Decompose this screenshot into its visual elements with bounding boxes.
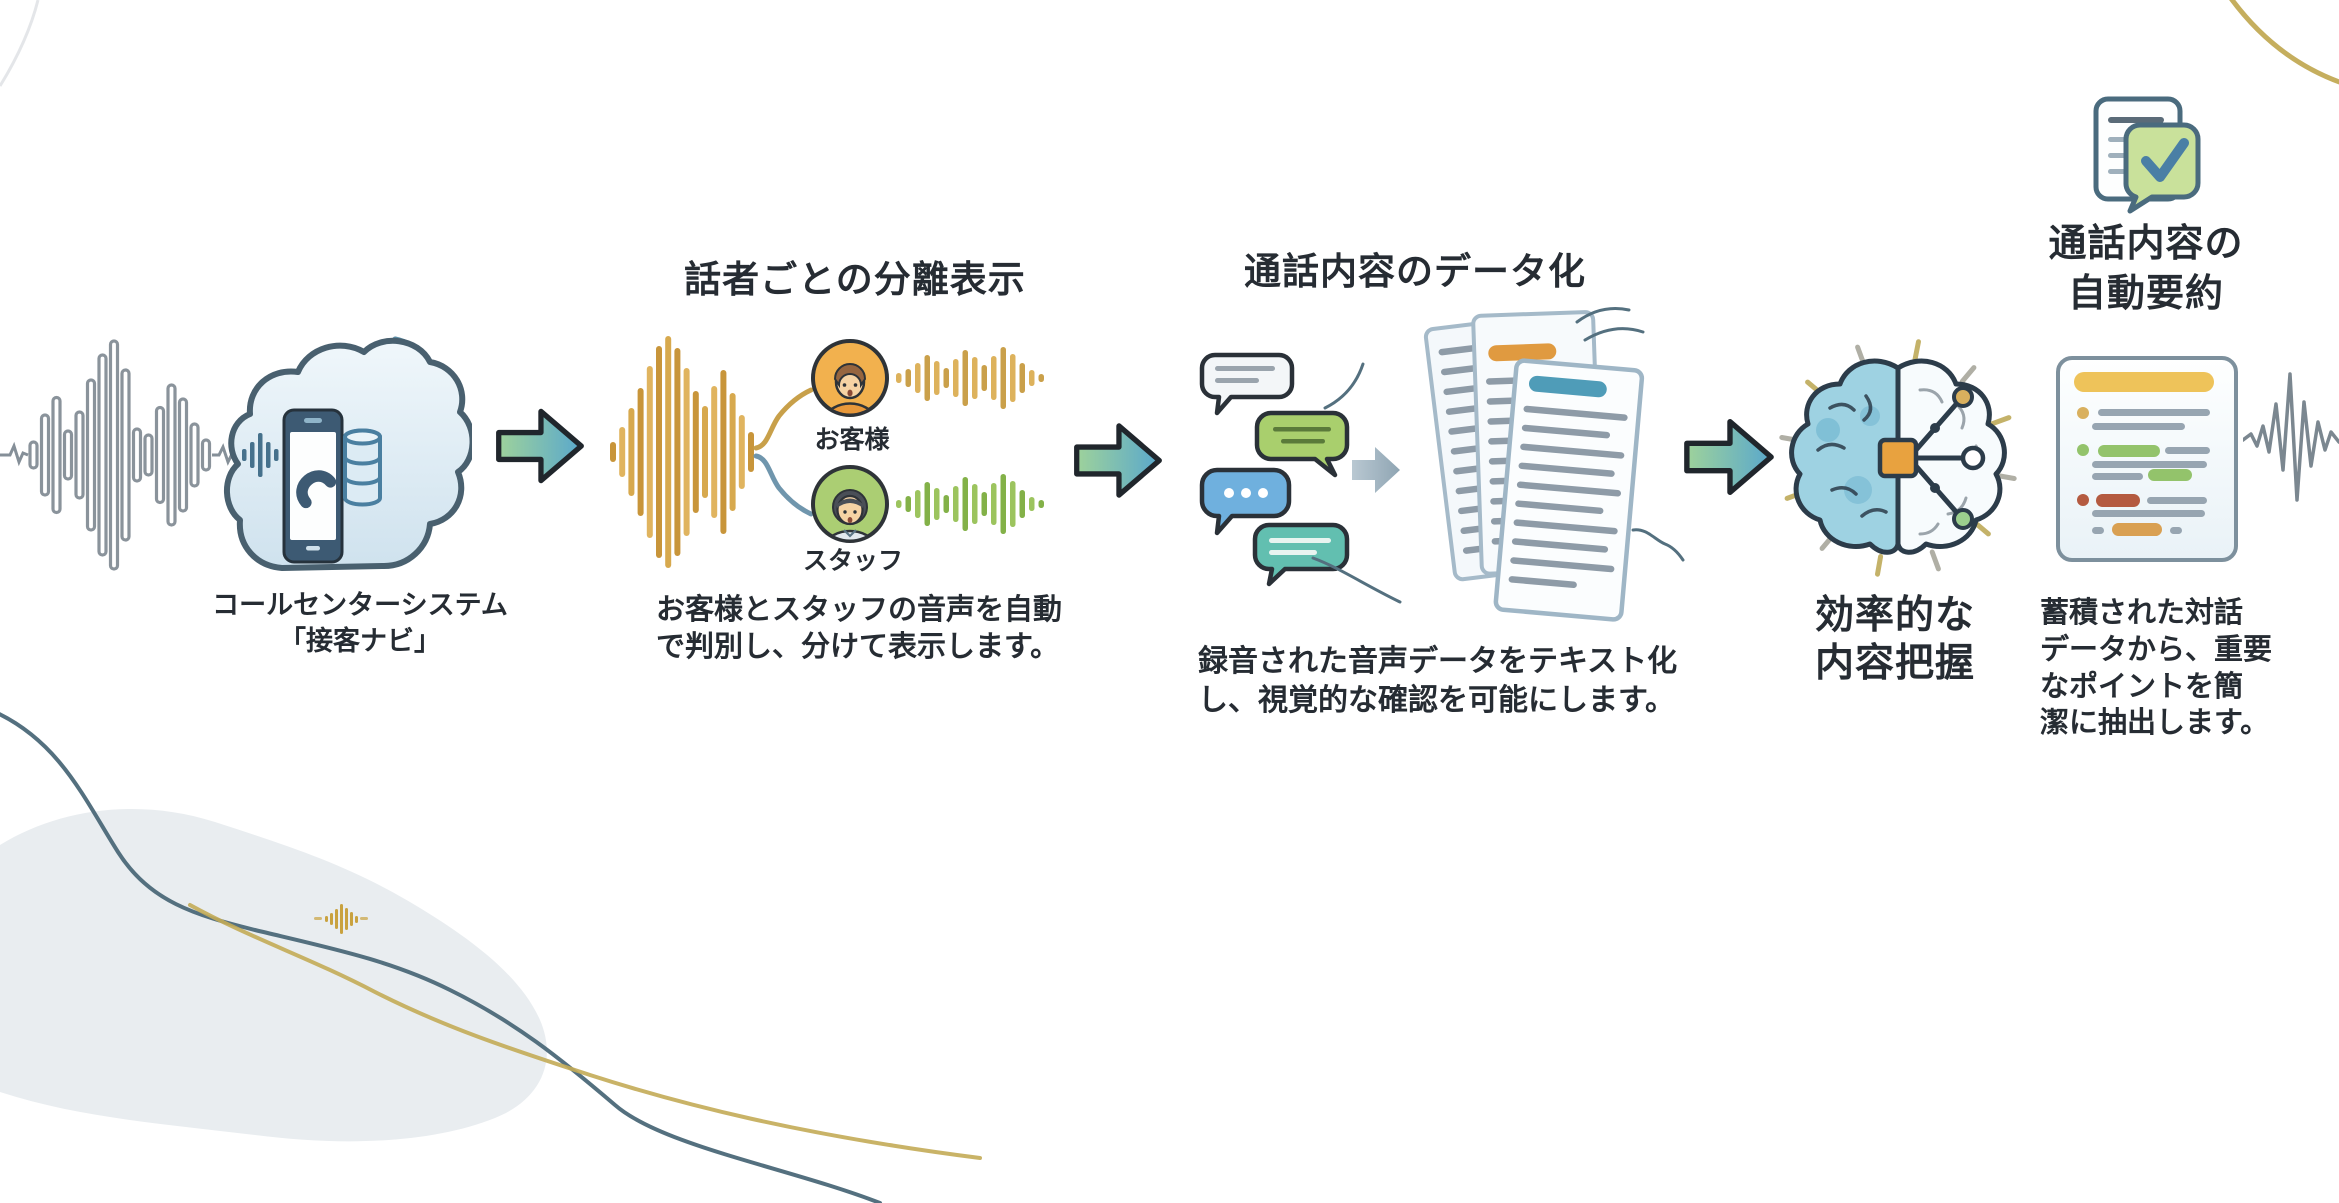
- step2-description: お客様とスタッフの音声を自動 で判別し、分けて表示します。: [656, 591, 1116, 665]
- step3-desc-line2: し、視覚的な確認を可能にします。: [1198, 683, 1675, 718]
- deco-curve-dark: [0, 712, 882, 1203]
- staff-avatar: [811, 465, 889, 543]
- step5-desc-line2: データから、重要: [2040, 631, 2273, 666]
- background-blob: [0, 808, 547, 1142]
- step4-title-line1: 効率的な: [1814, 593, 1975, 638]
- corner-line-icon: [0, 0, 40, 87]
- step5-desc-line1: 蓄積された対話: [2040, 595, 2244, 629]
- summary-red-highlight: [2096, 494, 2140, 507]
- summary-orange-highlight: [2112, 523, 2162, 536]
- small-arrow-icon: [1352, 447, 1400, 493]
- step3-description: 録音された音声データをテキスト化 し、視覚的な確認を可能にします。: [1198, 642, 1708, 720]
- step5-title-line2: 自動要約: [2067, 271, 2224, 316]
- step2-desc-line2: で判別し、分けて表示します。: [656, 628, 1060, 663]
- staff-label: スタッフ: [802, 546, 903, 575]
- cloud-waveform-icon: [242, 433, 279, 477]
- smartphone-icon: [282, 408, 344, 564]
- chat-bubble-blue: [1199, 467, 1292, 536]
- step1-caption-line1: コールセンターシステム: [212, 590, 508, 621]
- deco-curls: [1311, 307, 1685, 604]
- chat-bubble-green: [1254, 410, 1350, 478]
- cloud-phone-system-icon: [223, 336, 472, 571]
- chat-bubble-teal: [1252, 522, 1350, 587]
- incoming-audio-waveform-icon: [0, 339, 253, 571]
- chat-bubbles-icon: [1199, 352, 1350, 587]
- speaker-separation-illustration: [610, 336, 1044, 568]
- flow-arrow-icon: [1074, 423, 1162, 498]
- customer-avatar: [811, 339, 889, 417]
- step3-title: 通話内容のデータ化: [1244, 250, 1586, 293]
- step5-desc-line3: なポイントを簡: [2040, 668, 2244, 703]
- mini-gold-waveform-icon: [314, 904, 368, 934]
- mixed-audio-waveform-icon: [610, 336, 754, 568]
- step4-title: 効率的な 内容把握: [1790, 592, 2000, 687]
- summary-document-icon: [2056, 356, 2238, 562]
- staff-waveform-icon: [896, 474, 1044, 534]
- highlight-orange: [1488, 343, 1557, 362]
- step1-caption: コールセンターシステム 「接客ナビ」: [175, 588, 545, 661]
- ai-brain-icon: [1779, 339, 2017, 577]
- step5-desc-line4: 潔に抽出します。: [2040, 705, 2270, 740]
- brain-circuit: [1877, 386, 1986, 530]
- transcription-illustration: [1199, 307, 1685, 622]
- brain-left-detail: [1816, 394, 1888, 518]
- customer-label: お客様: [814, 425, 890, 454]
- step5-title-line1: 通話内容の: [2048, 221, 2244, 265]
- brain-chip-square: [1877, 437, 1919, 479]
- step4-title-line2: 内容把握: [1814, 640, 1975, 686]
- checkmark-icon: [2141, 138, 2189, 182]
- outgoing-zigzag-waveform-icon: [2243, 372, 2339, 502]
- corner-arc-icon: [2229, 0, 2339, 85]
- step2-desc-line1: お客様とスタッフの音声を自動: [656, 592, 1063, 626]
- step3-desc-line1: 録音された音声データをテキスト化: [1198, 644, 1678, 679]
- database-icon: [343, 428, 382, 507]
- customer-waveform-icon: [896, 347, 1044, 409]
- flow-arrow-icon: [1684, 419, 1774, 495]
- highlight-teal: [1528, 375, 1607, 398]
- deco-curve-gold: [188, 903, 982, 1160]
- step1-caption-line2: 「接客ナビ」: [279, 626, 441, 658]
- step5-title: 通話内容の 自動要約: [2040, 218, 2252, 318]
- summary-header-highlight: [2074, 372, 2214, 392]
- flow-arrow-icon: [496, 408, 584, 484]
- transcript-page-front: [1493, 358, 1645, 622]
- summary-note-icon: [2093, 96, 2201, 214]
- transcript-pages-icon: [1423, 310, 1645, 622]
- split-brace-connector: [753, 387, 814, 517]
- step5-description: 蓄積された対話 データから、重要 なポイントを簡 潔に抽出します。: [2040, 594, 2290, 741]
- chat-bubble-white: [1199, 352, 1295, 416]
- summary-green-highlight: [2098, 445, 2160, 457]
- step2-title: 話者ごとの分離表示: [684, 258, 1026, 301]
